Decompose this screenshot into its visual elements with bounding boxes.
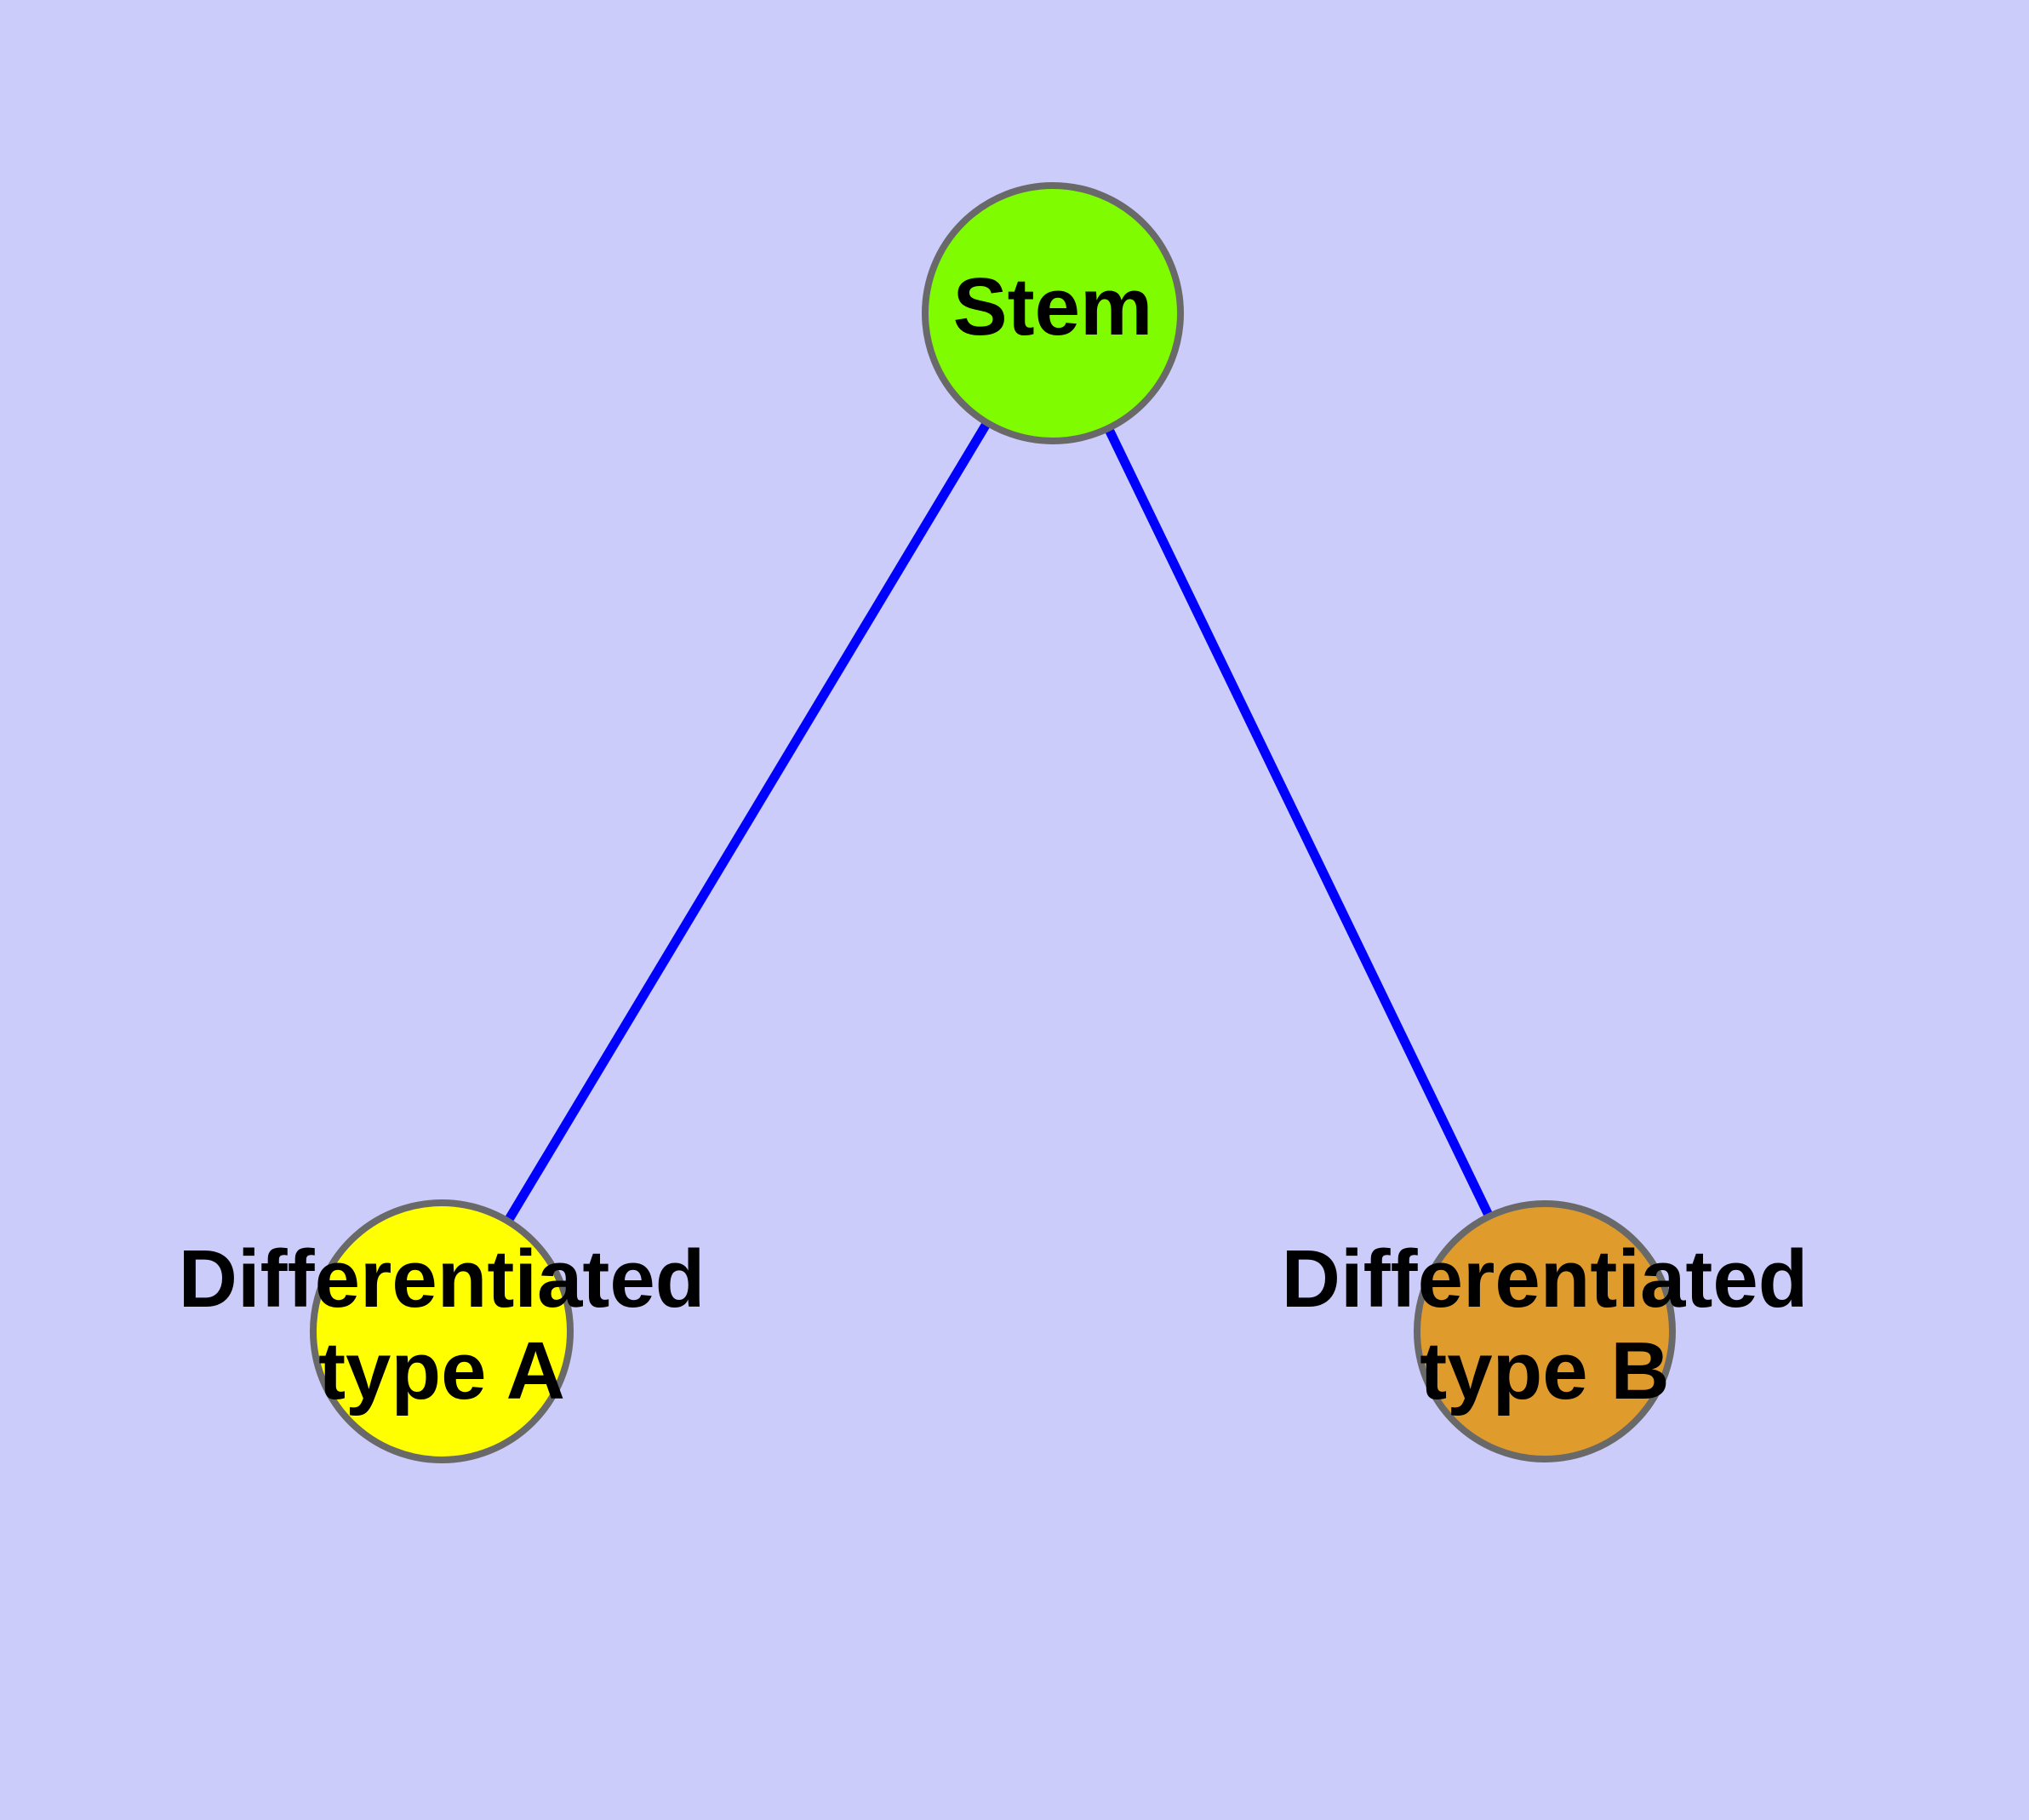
node-label-stem: Stem	[953, 261, 1153, 352]
node-label-line: Stem	[953, 261, 1153, 352]
edge-stem-to-differentiated-type-a[interactable]	[437, 311, 1057, 1334]
node-label-line: type A	[318, 1325, 565, 1417]
node-differentiated-type-a[interactable]	[310, 1199, 574, 1463]
edges-layer	[437, 311, 1549, 1334]
node-differentiated-type-b[interactable]	[1414, 1200, 1676, 1462]
node-label-line: type B	[1420, 1325, 1669, 1417]
nodes-layer	[310, 182, 1676, 1463]
edge-stem-to-differentiated-type-b[interactable]	[1049, 311, 1549, 1334]
node-label-line: Differentiated	[179, 1233, 706, 1325]
node-label-line: Differentiated	[1282, 1233, 1809, 1325]
node-stem[interactable]	[922, 182, 1184, 444]
